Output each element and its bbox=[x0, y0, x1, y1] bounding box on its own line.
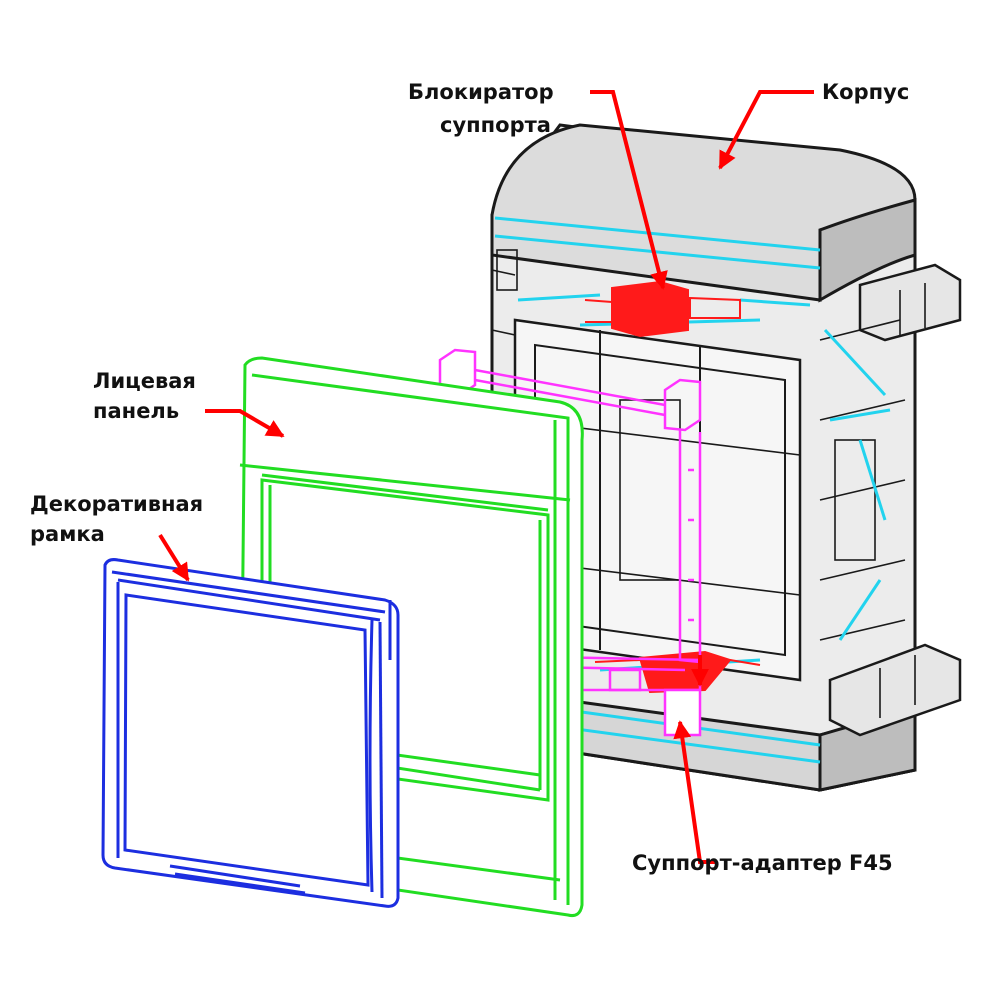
leader-frame bbox=[158, 533, 190, 582]
housing bbox=[490, 123, 962, 792]
label-support-adapter: Суппорт-адаптер F45 bbox=[632, 851, 893, 875]
leader-adapter bbox=[673, 720, 716, 864]
housing-clip-lower bbox=[828, 643, 962, 737]
decorative-frame-outer bbox=[101, 558, 400, 908]
leader-lock bbox=[590, 90, 668, 290]
label-support-lock: Блокиратор суппорта bbox=[408, 80, 561, 137]
label-face-panel-line2: панель bbox=[93, 399, 179, 423]
housing-cap-front bbox=[818, 198, 917, 303]
label-support-lock-line2: суппорта bbox=[440, 113, 551, 137]
label-decorative-frame-line1: Декоративная bbox=[30, 492, 203, 516]
label-body: Корпус bbox=[822, 80, 909, 104]
label-face-panel-line1: Лицевая bbox=[93, 369, 196, 393]
label-support-lock-line1: Блокиратор bbox=[408, 80, 554, 104]
label-decorative-frame: Декоративная рамка bbox=[30, 492, 210, 546]
label-decorative-frame-line2: рамка bbox=[30, 522, 105, 546]
decorative-frame bbox=[101, 558, 400, 908]
adapter-top-right-post bbox=[663, 378, 702, 432]
leader-face bbox=[205, 409, 285, 438]
decorative-frame-inner bbox=[123, 593, 370, 887]
label-face-panel: Лицевая панель bbox=[93, 369, 203, 423]
leader-body bbox=[718, 90, 814, 170]
